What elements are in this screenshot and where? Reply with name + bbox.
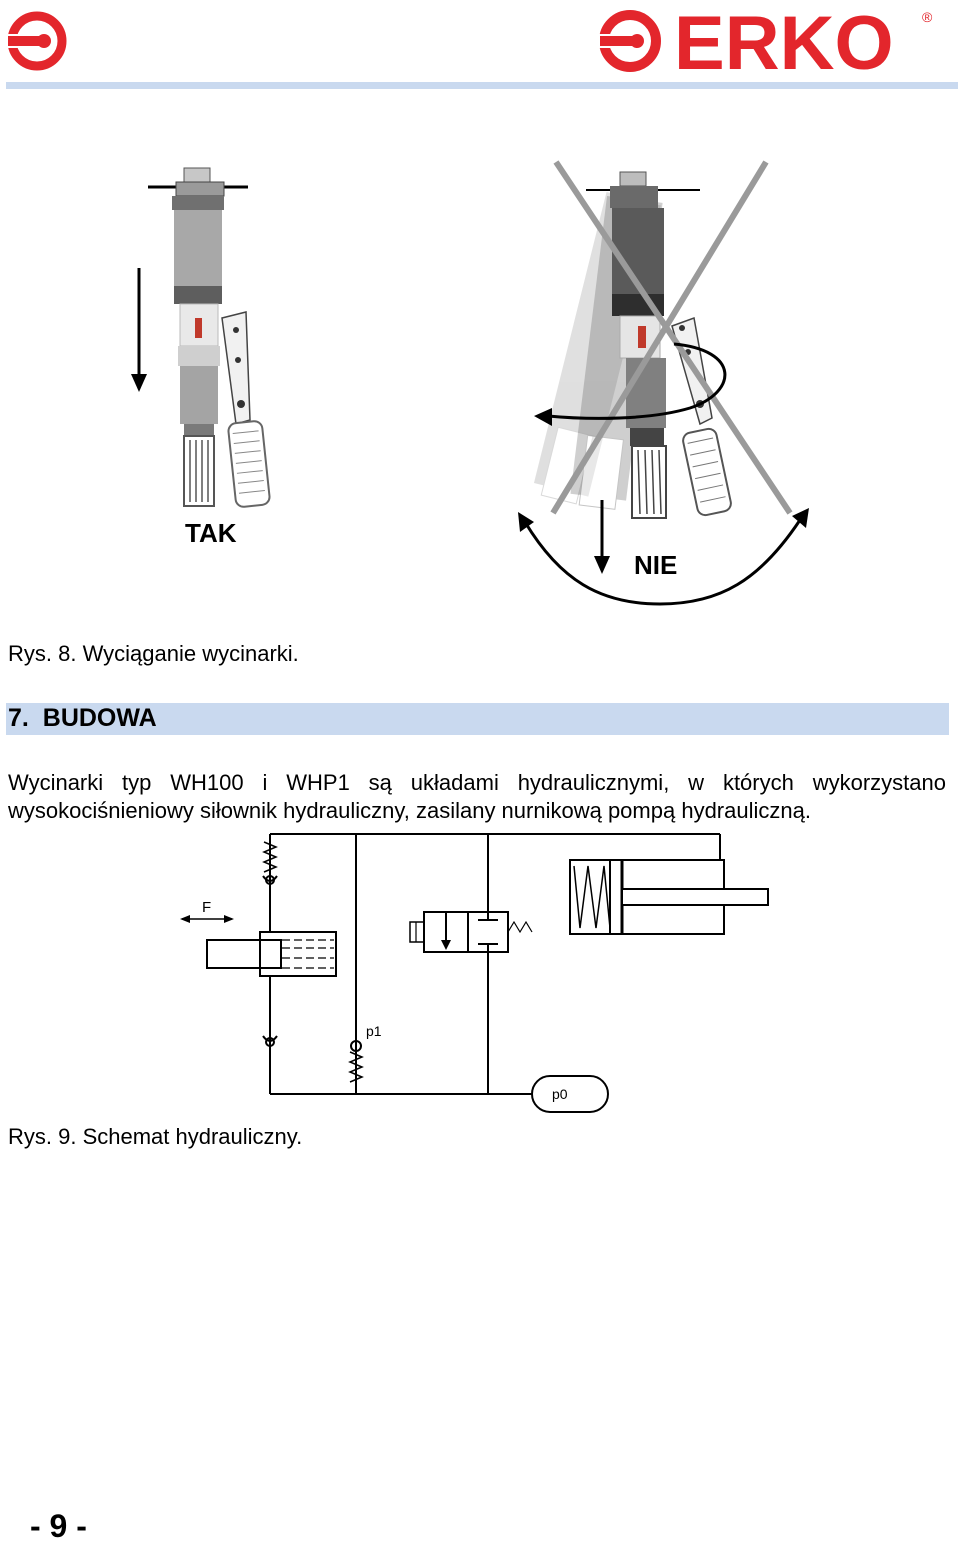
header-rule (6, 82, 958, 89)
figure-8-caption: Rys. 8. Wyciąganie wycinarki. (8, 641, 299, 666)
tool-correct-illustration (131, 167, 271, 508)
erko-logo-symbol-left (6, 11, 67, 71)
label-force: F (202, 899, 211, 916)
tool-wrong-illustration (518, 160, 809, 606)
figure-8: TAK NIE (0, 140, 960, 610)
label-p0: p0 (552, 1086, 568, 1102)
label-p1: p1 (366, 1023, 382, 1039)
erko-logo-graphic: ERKO ® (598, 1, 933, 86)
section-number: 7. (8, 704, 29, 732)
erko-logo-wordmark: ERKO (674, 4, 894, 78)
page-number: - 9 - (30, 1508, 87, 1544)
section-heading: 7. BUDOWA (8, 704, 157, 733)
hydraulic-schematic: F p1 p0 (180, 833, 769, 1113)
section-heading-bar (6, 703, 949, 735)
erko-logo: ERKO ® (598, 1, 940, 86)
figure-9: F p1 p0 (170, 828, 780, 1118)
figure-9-caption: Rys. 9. Schemat hydrauliczny. (8, 1124, 303, 1149)
section-title: BUDOWA (42, 704, 157, 732)
figure-8-illustration (131, 160, 809, 606)
body-paragraph: Wycinarki typ WH100 i WHP1 są układami h… (8, 770, 946, 823)
label-nie: NIE (634, 550, 678, 580)
registered-mark: ® (922, 9, 933, 25)
label-tak: TAK (185, 518, 237, 548)
